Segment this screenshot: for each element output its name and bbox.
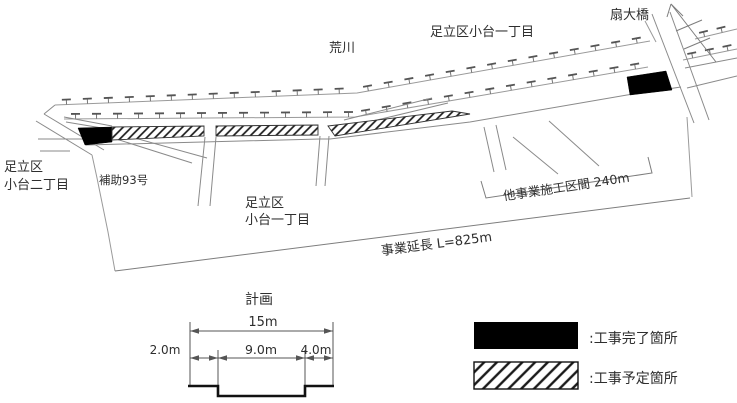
side-street-3 (483, 124, 507, 173)
completed-section-east (626, 70, 673, 96)
cross-section: 計画 15m 2.0m 9.0m 4.0m (150, 292, 334, 398)
planned-section-1 (111, 125, 205, 141)
district-top-label: 足立区小台一丁目 (430, 25, 534, 40)
dim-right-label: 4.0m (301, 343, 332, 357)
dimension-lines (114, 156, 691, 272)
legend-planned-label: :工事予定箇所 (589, 370, 678, 387)
legend-completed-label: :工事完了箇所 (589, 330, 678, 347)
dim-left-label: 2.0m (150, 343, 181, 357)
road93-label: 補助93号 (99, 173, 148, 187)
section-title: 計画 (245, 292, 273, 308)
dim-center-label: 9.0m (245, 342, 277, 357)
dim-total-label: 15m (248, 315, 277, 330)
side-street-1 (197, 136, 217, 207)
district-mid-label-2: 小台一丁目 (245, 213, 310, 228)
planned-section-3 (327, 110, 471, 137)
legend-completed-swatch (474, 322, 578, 349)
river-label: 荒川 (329, 41, 355, 56)
district-mid-label-1: 足立区 (245, 196, 284, 211)
road-profile (188, 384, 334, 398)
planned-section-2 (215, 124, 319, 137)
legend: :工事完了箇所 :工事予定箇所 (473, 322, 678, 390)
project-length-label: 事業延長 L=825m (380, 229, 493, 259)
levee-ticked-lines (54, 25, 737, 120)
legend-planned-swatch (473, 361, 579, 390)
completed-section-west (77, 126, 113, 146)
bridge-label: 扇大橋 (610, 7, 649, 23)
district-left-label-2: 小台二丁目 (4, 178, 69, 193)
side-street-2 (315, 135, 330, 187)
other-section-label: 他事業施工区間 240m (502, 170, 630, 204)
district-left-label-1: 足立区 (4, 160, 43, 175)
bridge-lines (644, 11, 710, 198)
north-arrow-icon (666, 3, 717, 63)
